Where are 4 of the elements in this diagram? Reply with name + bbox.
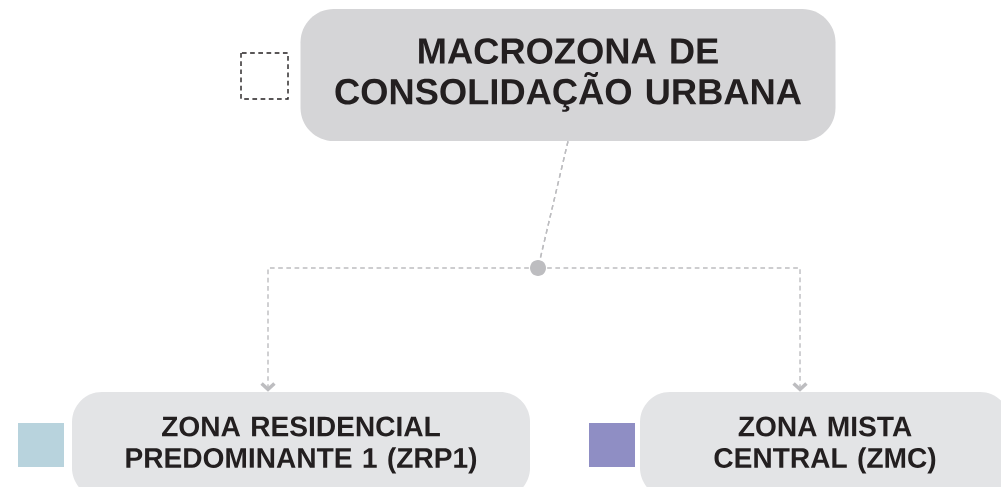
zone-box: ZONA RESIDENCIAL PREDOMINANTE 1 (ZRP1) bbox=[72, 392, 530, 487]
zone-box: MACROZONA DE CONSOLIDAÇÃO URBANA bbox=[300, 9, 836, 141]
zone-box: ZONA MISTA CENTRAL (ZMC) bbox=[640, 392, 1001, 487]
arrow bbox=[537, 140, 808, 392]
